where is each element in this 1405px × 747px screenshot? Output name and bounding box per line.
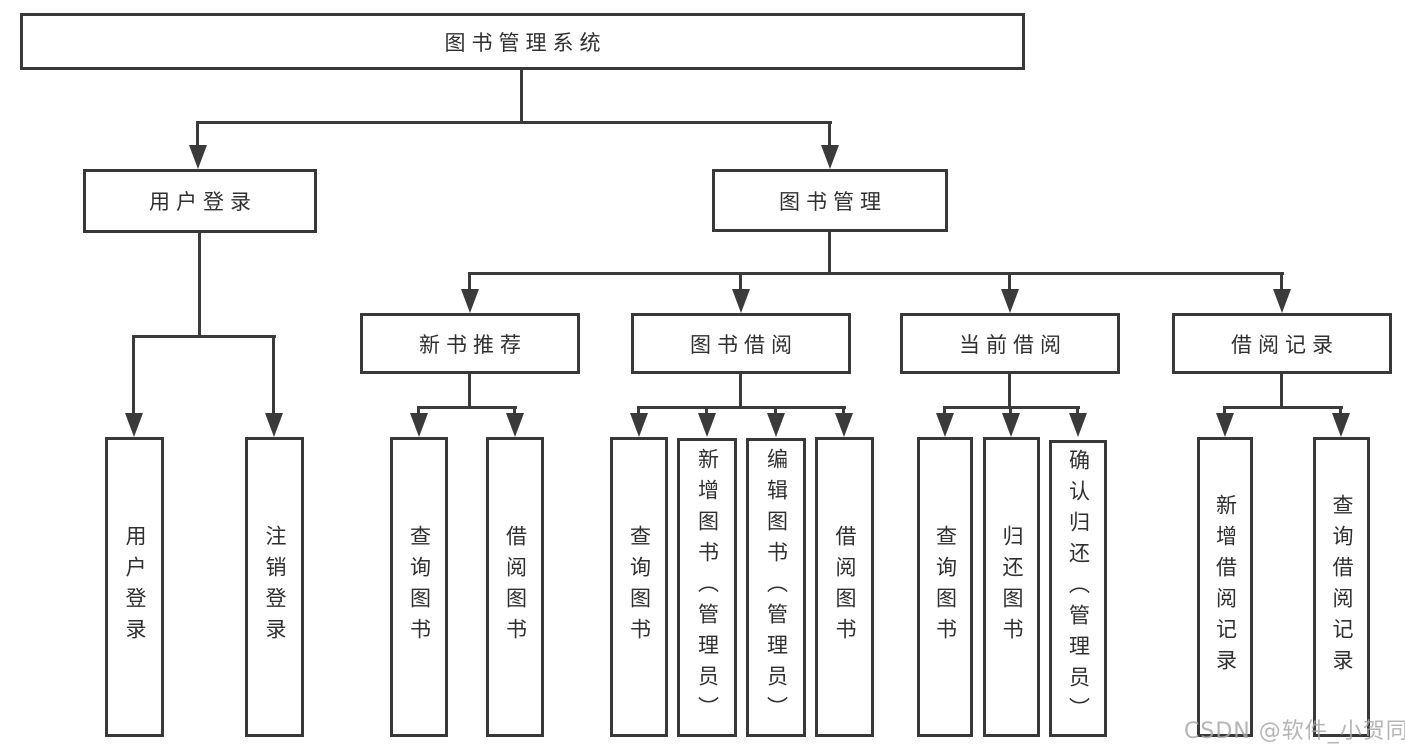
connector-hline: [637, 406, 846, 409]
leaf-bb-add-book-admin: 新增图书（管理员）: [677, 438, 737, 737]
node-root: 图书管理系统: [20, 13, 1025, 70]
node-label: 借阅图书: [833, 525, 857, 649]
connector-vline: [1008, 272, 1011, 292]
node-label: 查询图书: [933, 525, 958, 649]
node-label: 确认归还（管理员）: [1066, 449, 1091, 728]
connector-vline: [1280, 272, 1283, 292]
node-label: 注销登录: [263, 525, 287, 649]
leaf-bb-edit-book-admin: 编辑图书（管理员）: [746, 438, 806, 737]
node-label: 图书管理: [779, 189, 887, 214]
node-book-borrowing: 图书借阅: [631, 313, 851, 374]
connector-vline: [1223, 406, 1226, 416]
connector-hline: [196, 121, 832, 124]
arrow-down-icon: [506, 413, 524, 437]
leaf-cb-confirm-return-admin: 确认归还（管理员）: [1049, 440, 1107, 737]
arrow-down-icon: [461, 289, 479, 313]
node-label: 用户登录: [123, 525, 147, 649]
connector-vline: [1076, 406, 1079, 416]
leaf-bb-borrow-books: 借阅图书: [815, 437, 874, 737]
connector-vline: [468, 374, 471, 409]
connector-vline: [774, 406, 777, 416]
connector-vline: [1009, 406, 1012, 416]
connector-hline: [132, 335, 276, 338]
arrow-down-icon: [835, 413, 853, 437]
leaf-br-add-borrow-record: 新增借阅记录: [1197, 437, 1253, 737]
leaf-cb-return-books: 归还图书: [983, 437, 1040, 737]
arrow-down-icon: [698, 413, 716, 437]
node-label: 查询图书: [627, 525, 652, 649]
node-label: 查询图书: [407, 525, 432, 649]
node-current-borrowing: 当前借阅: [900, 313, 1120, 374]
connector-vline: [513, 406, 516, 416]
arrow-down-icon: [630, 413, 648, 437]
connector-vline: [705, 406, 708, 416]
node-label: 新增借阅记录: [1213, 494, 1238, 680]
node-label: 用户登录: [149, 190, 257, 214]
arrow-down-icon: [1332, 413, 1350, 437]
arrow-down-icon: [265, 413, 283, 437]
connector-hline: [468, 272, 1284, 275]
node-label: 图书管理系统: [444, 30, 607, 55]
arrow-down-icon: [936, 413, 954, 437]
connector-vline: [828, 232, 831, 275]
node-label: 编辑图书（管理员）: [764, 448, 789, 727]
connector-vline: [1339, 406, 1342, 416]
arrow-down-icon: [1216, 413, 1234, 437]
leaf-user-login: 用户登录: [105, 437, 164, 737]
node-book-management: 图书管理: [712, 169, 948, 232]
connector-vline: [842, 406, 845, 416]
connector-vline: [198, 233, 201, 337]
arrow-down-icon: [1002, 413, 1020, 437]
node-label: 借阅图书: [503, 525, 528, 649]
node-user-login: 用户登录: [83, 169, 317, 233]
node-label: 查询借阅记录: [1330, 494, 1354, 680]
node-label: 图书借阅: [690, 332, 798, 357]
node-new-book-recommendation: 新书推荐: [360, 313, 580, 374]
connector-vline: [1280, 374, 1283, 409]
arrow-down-icon: [1001, 289, 1019, 313]
arrow-down-icon: [125, 413, 143, 437]
arrow-down-icon: [821, 145, 839, 169]
connector-vline: [520, 70, 523, 124]
leaf-nbr-query-books: 查询图书: [390, 437, 448, 737]
connector-vline: [637, 406, 640, 416]
connector-vline: [739, 374, 742, 409]
connector-hline: [1223, 406, 1343, 409]
connector-vline: [943, 406, 946, 416]
arrow-down-icon: [1069, 413, 1087, 437]
node-label: 归还图书: [1000, 525, 1024, 649]
node-label: 新增图书（管理员）: [695, 448, 720, 727]
arrow-down-icon: [410, 413, 428, 437]
leaf-logout: 注销登录: [245, 437, 304, 737]
node-label: 当前借阅: [959, 332, 1067, 357]
arrow-down-icon: [732, 289, 750, 313]
leaf-br-query-borrow-record: 查询借阅记录: [1313, 437, 1370, 737]
connector-vline: [417, 406, 420, 416]
connector-vline: [132, 335, 135, 415]
connector-vline: [1008, 374, 1011, 409]
node-borrowing-records: 借阅记录: [1172, 313, 1392, 374]
node-label: 借阅记录: [1231, 332, 1339, 357]
watermark: CSDN @软件_小贺同学: [1184, 719, 1405, 744]
leaf-bb-query-books: 查询图书: [610, 437, 668, 737]
arrow-down-icon: [189, 145, 207, 169]
arrow-down-icon: [767, 413, 785, 437]
leaf-cb-query-books: 查询图书: [917, 437, 973, 737]
connector-vline: [196, 121, 199, 147]
leaf-nbr-borrow-books: 借阅图书: [486, 437, 544, 737]
connector-vline: [272, 335, 275, 415]
connector-hline: [417, 406, 517, 409]
connector-vline: [828, 121, 831, 147]
node-label: 新书推荐: [419, 332, 527, 357]
arrow-down-icon: [1273, 289, 1291, 313]
connector-vline: [468, 272, 471, 292]
connector-vline: [739, 272, 742, 292]
